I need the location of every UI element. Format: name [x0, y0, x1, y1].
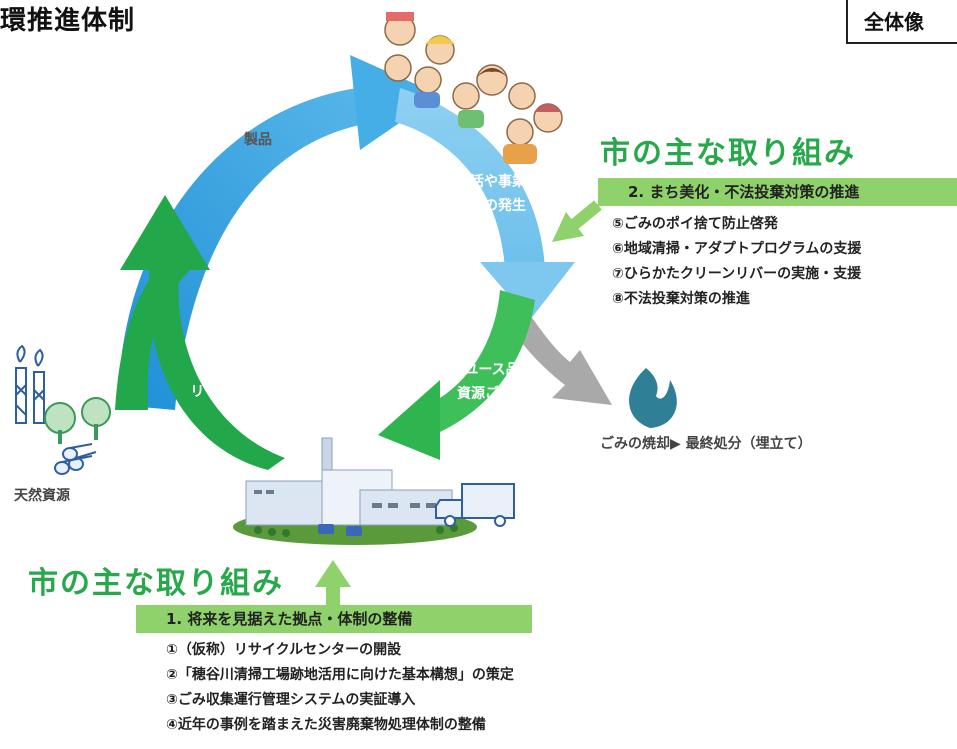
people-group-icon	[384, 12, 563, 164]
bottom-initiatives-list: ①（仮称）リサイクルセンターの開設 ②「穂谷川清掃工場跡地活用に向けた基本構想」…	[166, 638, 514, 738]
top-initiatives-list: ⑤ごみのポイ捨て防止啓発 ⑥地域清掃・アダプトプログラムの支援 ⑦ひらかたクリー…	[612, 212, 861, 312]
natural-resources-arrow	[115, 250, 190, 410]
household-line-1: 家庭生活や事業活動	[428, 174, 554, 190]
waste-arrow	[395, 88, 575, 320]
household-label: 家庭生活や事業活動 ごみの発生	[396, 170, 586, 218]
list-item: ⑧不法投棄対策の推進	[612, 291, 750, 307]
top-initiatives-title: 市の主な取り組み	[600, 136, 856, 171]
list-item: ③ごみ収集運行管理システムの実証導入	[166, 692, 416, 708]
top-pointer-arrow	[552, 200, 602, 242]
reuse-items-line-1: リユース品	[450, 362, 520, 378]
list-item: ⑦ひらかたクリーンリバーの実施・支援	[612, 266, 862, 282]
list-item: ⑥地域清掃・アダプトプログラムの支援	[612, 241, 862, 257]
list-item: ④近年の事例を踏まえた災害廃棄物処理体制の整備	[166, 717, 486, 733]
reuse-items-arrow	[378, 290, 535, 460]
list-item: ②「穂谷川清掃工場跡地活用に向けた基本構想」の策定	[166, 667, 514, 683]
product-arrow	[118, 55, 440, 410]
bottom-initiatives-title: 市の主な取り組み	[28, 566, 284, 601]
bottom-initiatives-banner: 1. 将来を見据えた拠点・体制の整備	[136, 605, 532, 633]
list-item: ①（仮称）リサイクルセンターの開設	[166, 642, 402, 658]
reuse-items-line-2: 資源ごみ	[457, 386, 513, 402]
incineration-label: ごみの焼却▶ 最終処分（埋立て）	[600, 436, 812, 452]
household-line-2: ごみの発生	[456, 198, 526, 214]
overview-label: 全体像	[846, 0, 957, 44]
top-initiatives-banner: 2. まち美化・不法投棄対策の推進	[598, 178, 957, 206]
list-item: ⑤ごみのポイ捨て防止啓発	[612, 216, 778, 232]
trees-icon	[44, 397, 111, 444]
natural-resources-label: 天然資源	[14, 488, 70, 504]
factory-chimneys-icon	[15, 344, 45, 424]
logs-icon	[54, 443, 97, 475]
reuse-recycle-line-2: リサイクル	[190, 384, 260, 400]
flame-icon	[629, 368, 677, 428]
up-arrow	[315, 560, 351, 609]
recycling-center-icon	[233, 437, 477, 545]
product-label: 製品	[244, 132, 272, 148]
reuse-recycle-line-1: リユース	[197, 360, 253, 376]
page-title: 環推進体制	[0, 6, 136, 36]
truck-icon	[435, 483, 515, 527]
reuse-items-label: リユース品 資源ごみ	[430, 358, 540, 406]
reuse-recycle-label: リユース リサイクル	[170, 356, 280, 404]
